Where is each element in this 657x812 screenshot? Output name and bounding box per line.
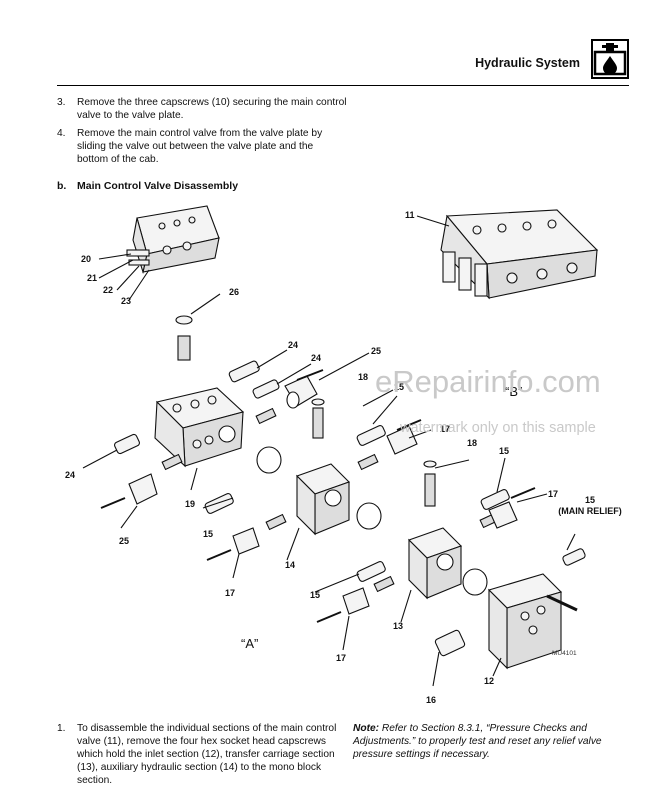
- callout-26: 26: [229, 287, 240, 297]
- callout-25b: 25: [119, 536, 130, 546]
- auxiliary-section: [295, 463, 351, 536]
- step-number: 3.: [57, 97, 66, 108]
- assembled-valve-large: [440, 209, 599, 300]
- valve-exploded-diagram: 20 21 22 23 26 24 24 25 18 15 24 19 25 1…: [57, 198, 637, 708]
- callout-14: 14: [285, 560, 296, 570]
- callout-15d: 15: [310, 590, 321, 600]
- callout-25a: 25: [371, 346, 382, 356]
- step-item: 3. Remove the three capscrews (10) secur…: [57, 96, 347, 122]
- callout-17c: 17: [225, 588, 236, 598]
- instruction-steps: 3. Remove the three capscrews (10) secur…: [57, 96, 347, 171]
- cartridge-parts: [114, 360, 586, 657]
- assembled-valve-small: [126, 205, 220, 275]
- step-text: Remove the main control valve from the v…: [77, 128, 323, 165]
- callout-20: 20: [81, 254, 92, 264]
- mono-block-section: [154, 387, 245, 468]
- callout-18b: 18: [467, 438, 478, 448]
- callout-17b: 17: [548, 489, 559, 499]
- section-heading: b. Main Control Valve Disassembly: [57, 180, 238, 192]
- main-relief-callout: 15 (MAIN RELIEF): [553, 495, 627, 517]
- view-label-a: “A”: [241, 636, 259, 651]
- callout-21: 21: [87, 273, 98, 283]
- hydraulic-reservoir-icon: [591, 39, 629, 79]
- step-number: 1.: [57, 723, 66, 734]
- callout-24c: 24: [65, 470, 76, 480]
- note-text: Refer to Section 8.3.1, “Pressure Checks…: [353, 723, 602, 760]
- inlet-section: [487, 573, 563, 670]
- figure-code: MU4101: [552, 650, 577, 657]
- exploded-view-drawing: [82, 205, 599, 687]
- callout-16: 16: [426, 695, 437, 705]
- transfer-carriage-section: [407, 527, 463, 600]
- callout-17d: 17: [336, 653, 347, 663]
- main-relief-label: (MAIN RELIEF): [558, 506, 622, 516]
- step-text: To disassemble the individual sections o…: [77, 723, 337, 786]
- callout-23: 23: [121, 296, 132, 306]
- header-rule: [57, 85, 629, 86]
- section-label: b.: [57, 180, 67, 192]
- callout-24a: 24: [288, 340, 299, 350]
- callout-15c: 15: [499, 446, 510, 456]
- section-header-title: Hydraulic System: [475, 56, 580, 70]
- step-text: Remove the three capscrews (10) securing…: [77, 97, 347, 121]
- step-number: 4.: [57, 128, 66, 139]
- callout-17a: 17: [440, 424, 451, 434]
- callout-15a: 15: [394, 382, 405, 392]
- callout-11: 11: [405, 210, 415, 220]
- section-title: Main Control Valve Disassembly: [77, 180, 239, 192]
- callout-22: 22: [103, 285, 114, 295]
- disassembly-step: 1. To disassemble the individual section…: [57, 722, 337, 787]
- callout-15b: 15: [203, 529, 214, 539]
- watermark-main: eRepairinfo.com: [375, 364, 601, 399]
- callout-18a: 18: [358, 372, 369, 382]
- main-relief-number: 15: [584, 495, 595, 505]
- step-item: 4. Remove the main control valve from th…: [57, 127, 347, 166]
- view-label-b: “B”: [505, 384, 523, 399]
- note-label: Note:: [353, 723, 380, 734]
- callout-24b: 24: [311, 353, 322, 363]
- callout-19: 19: [185, 499, 196, 509]
- callout-13: 13: [393, 621, 404, 631]
- watermark-sub: watermark only on this sample: [400, 420, 596, 436]
- note-paragraph: Note: Refer to Section 8.3.1, “Pressure …: [353, 722, 629, 761]
- callout-12: 12: [484, 676, 495, 686]
